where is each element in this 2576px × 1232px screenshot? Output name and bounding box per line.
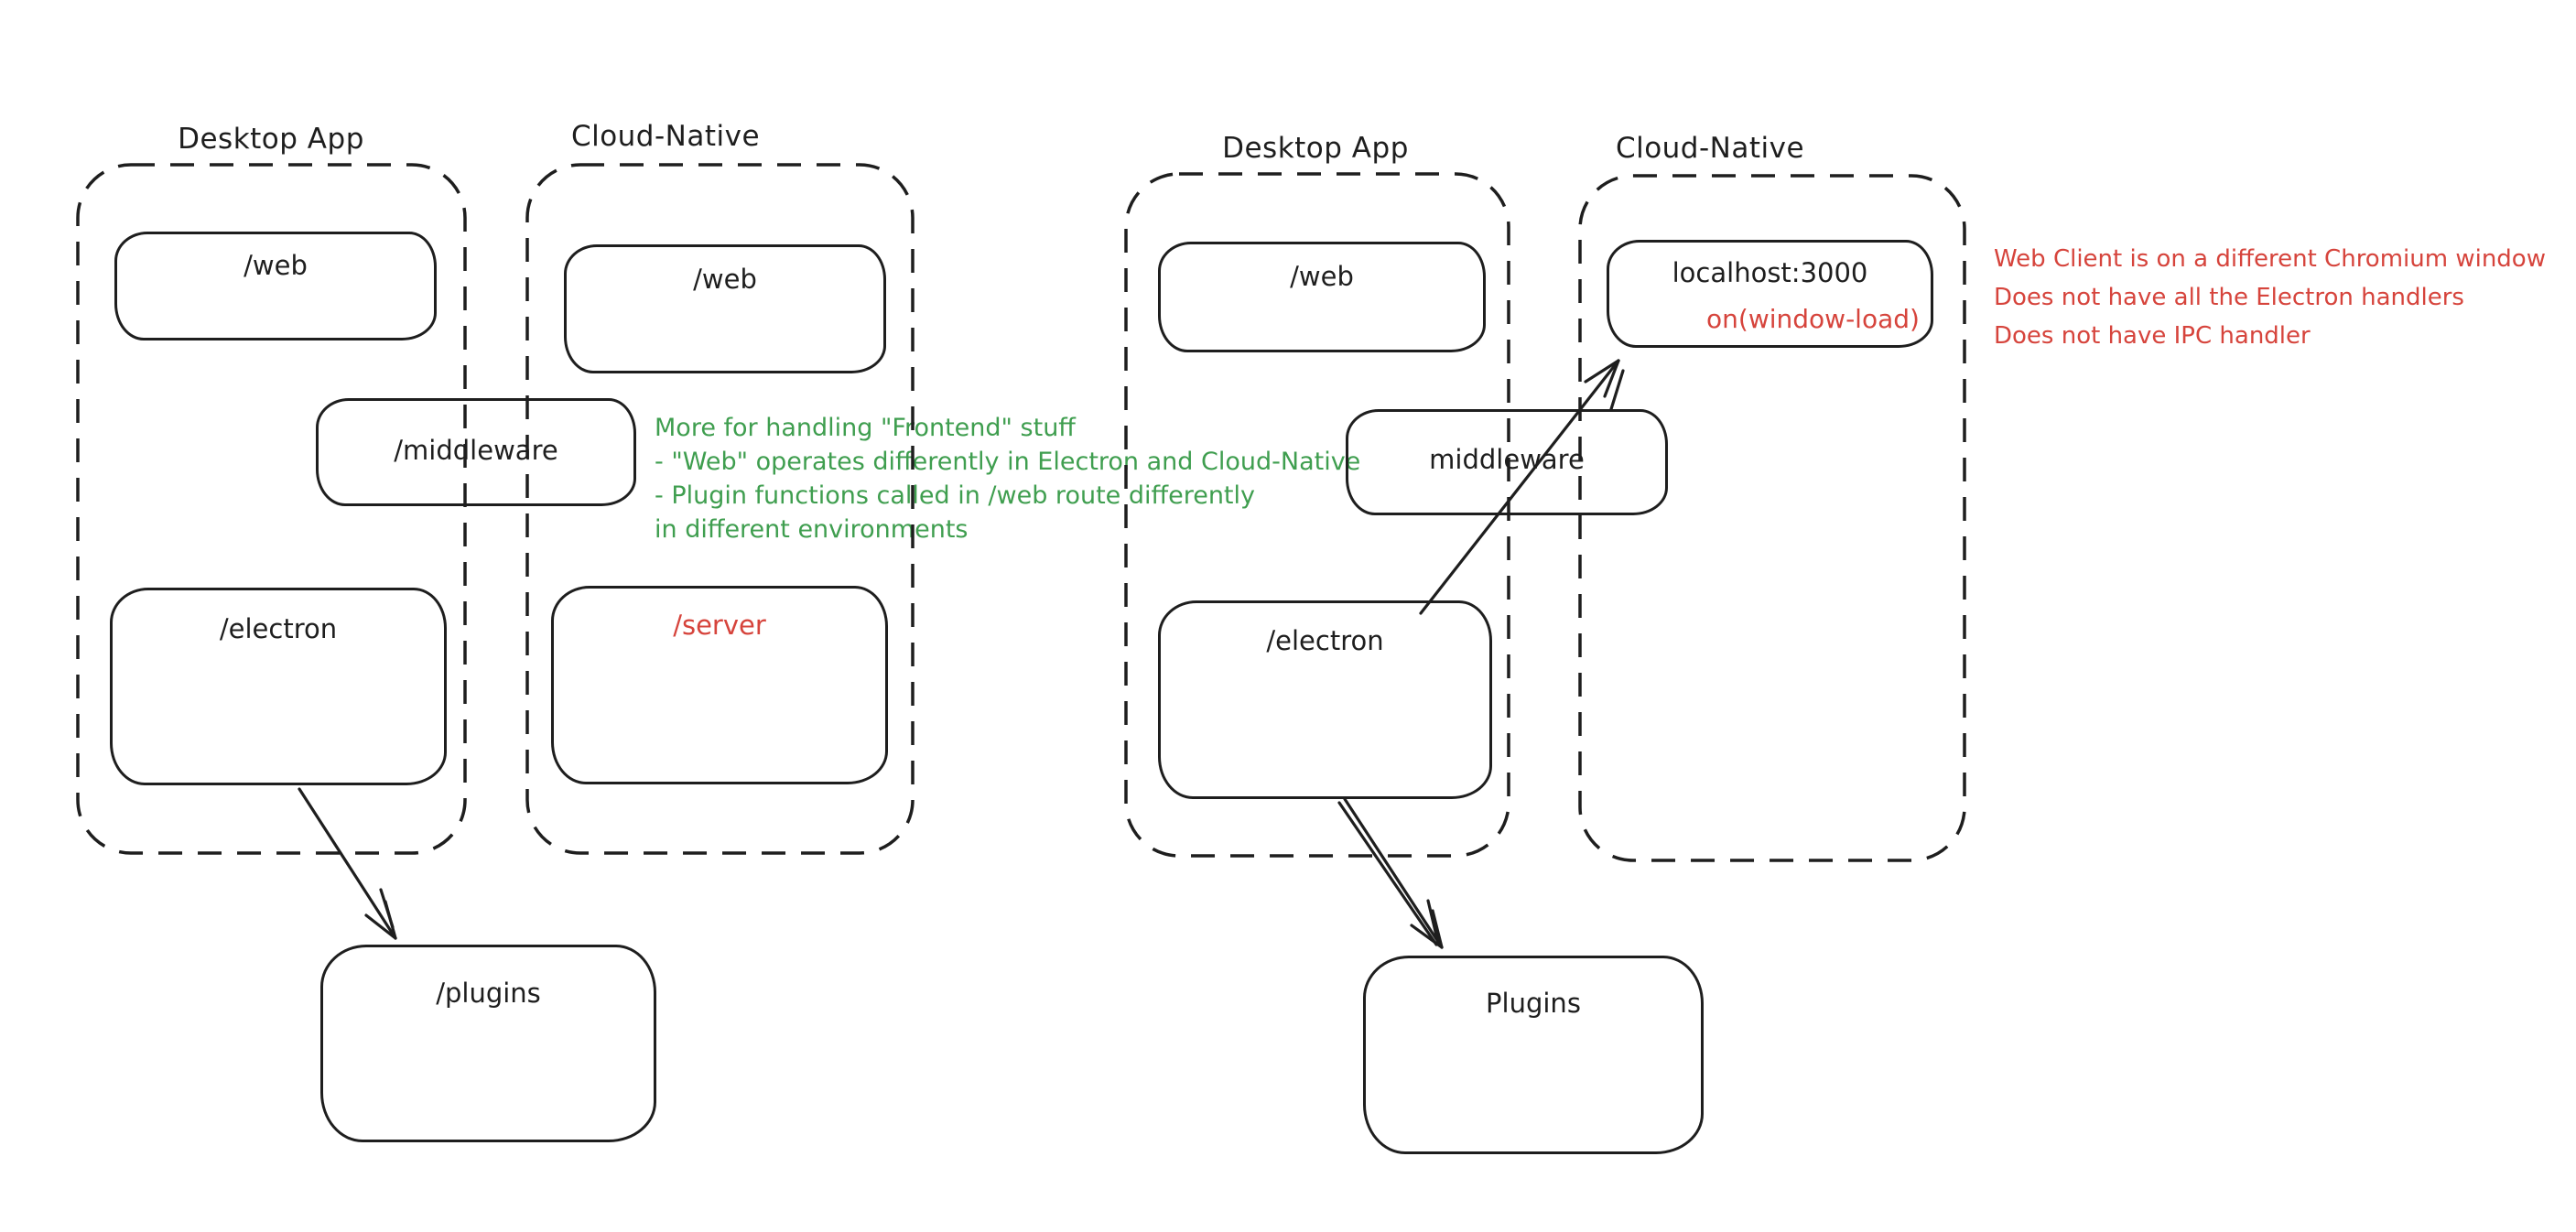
right-plugins-label: Plugins bbox=[1486, 988, 1581, 1019]
red-annotation-line: Web Client is on a different Chromium wi… bbox=[1994, 245, 2546, 273]
right-electron-to-plugins-arrow[interactable] bbox=[1339, 799, 1442, 947]
left-web-desktop-box[interactable]: /web bbox=[114, 232, 437, 340]
green-annotation-line: - Plugin functions called in /web route … bbox=[655, 481, 1256, 510]
localhost-event-label: on(window-load) bbox=[1706, 304, 1920, 334]
right-plugins-box[interactable]: Plugins bbox=[1363, 956, 1704, 1154]
left-electron-to-plugins-arrow[interactable] bbox=[299, 789, 395, 938]
red-annotation-line: Does not have IPC handler bbox=[1994, 322, 2311, 350]
left-cloud-native-container[interactable] bbox=[527, 165, 913, 853]
red-annotation-line: Does not have all the Electron handlers bbox=[1994, 284, 2464, 311]
right-cloud-native-label[interactable]: Cloud-Native bbox=[1615, 132, 1805, 165]
left-server-label: /server bbox=[673, 610, 766, 641]
left-electron-box[interactable]: /electron bbox=[110, 588, 447, 785]
left-web-cloud-box[interactable]: /web bbox=[564, 244, 886, 373]
left-server-box[interactable]: /server bbox=[551, 586, 888, 784]
right-localhost-label: localhost:3000 bbox=[1672, 257, 1868, 288]
left-desktop-app-label[interactable]: Desktop App bbox=[178, 123, 364, 156]
right-cloud-native-container[interactable] bbox=[1580, 176, 1964, 860]
left-electron-label: /electron bbox=[219, 613, 338, 644]
right-electron-box[interactable]: /electron bbox=[1158, 600, 1492, 799]
green-annotation-line: - "Web" operates differently in Electron… bbox=[655, 448, 1361, 476]
right-web-label: /web bbox=[1290, 261, 1354, 292]
left-web-cloud-label: /web bbox=[693, 264, 757, 295]
right-desktop-app-label[interactable]: Desktop App bbox=[1222, 132, 1409, 165]
right-middleware-box[interactable]: middleware bbox=[1346, 409, 1668, 515]
right-middleware-label: middleware bbox=[1429, 444, 1585, 475]
left-web-desktop-label: /web bbox=[244, 250, 308, 281]
left-cloud-native-label[interactable]: Cloud-Native bbox=[570, 120, 761, 153]
green-annotation-line: More for handling "Frontend" stuff bbox=[655, 414, 1076, 442]
right-electron-label: /electron bbox=[1266, 625, 1384, 656]
left-middleware-label: /middleware bbox=[394, 435, 558, 466]
right-electron-to-localhost-arrow[interactable] bbox=[1421, 361, 1623, 613]
left-middleware-box[interactable]: /middleware bbox=[316, 398, 636, 506]
left-plugins-label: /plugins bbox=[436, 978, 541, 1009]
right-web-box[interactable]: /web bbox=[1158, 242, 1486, 352]
green-annotation-line: in different environments bbox=[655, 515, 969, 544]
left-plugins-box[interactable]: /plugins bbox=[320, 945, 656, 1142]
left-desktop-app-container[interactable] bbox=[78, 165, 465, 853]
red-annotation[interactable]: Web Client is on a different Chromium wi… bbox=[1994, 240, 2546, 355]
green-annotation[interactable]: More for handling "Frontend" stuff - "We… bbox=[655, 411, 1360, 546]
right-desktop-app-container[interactable] bbox=[1126, 174, 1509, 856]
right-localhost-box[interactable]: localhost:3000 on(window-load) bbox=[1607, 240, 1933, 348]
